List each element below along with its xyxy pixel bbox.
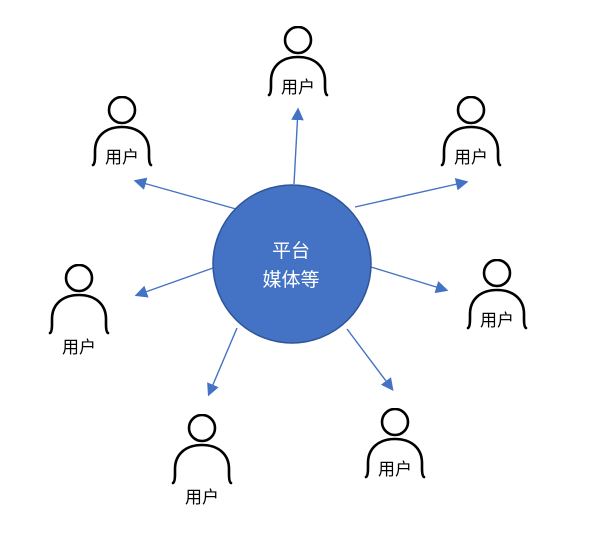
user-node-top: 用户 [265,26,331,98]
center-node-circle [212,184,372,344]
user-node-right: 用户 [464,259,530,331]
person-icon [440,96,502,167]
center-node-label-line1: 平台 [272,240,310,262]
user-label: 用户 [480,311,514,330]
person-icon [364,408,426,479]
arrow-center-to-user-upper-right [354,178,469,208]
center-node-label-line2: 媒体等 [262,269,319,291]
person-icon [466,259,528,330]
user-label: 用户 [454,148,488,167]
person-icon [267,26,329,97]
user-node-upper-left: 用户 [89,96,155,168]
person-icon [171,414,233,485]
arrow-center-to-user-bottom-right [346,328,394,392]
user-node-left: 用户 [46,264,112,358]
arrow-center-to-user-upper-left [133,177,237,210]
user-node-bottom-left: 用户 [169,414,235,508]
user-label: 用户 [62,338,96,357]
user-label: 用户 [281,78,315,97]
user-label: 用户 [378,460,412,479]
arrow-center-to-user-left [134,267,214,298]
arrow-center-to-user-bottom-left [207,327,238,397]
user-node-upper-right: 用户 [438,96,504,168]
person-icon [48,264,110,335]
arrow-center-to-user-right [370,266,449,294]
user-label: 用户 [105,148,139,167]
user-label: 用户 [185,488,219,507]
arrow-center-to-user-top [291,107,304,185]
user-node-bottom-right: 用户 [362,408,428,480]
person-icon [91,96,153,167]
